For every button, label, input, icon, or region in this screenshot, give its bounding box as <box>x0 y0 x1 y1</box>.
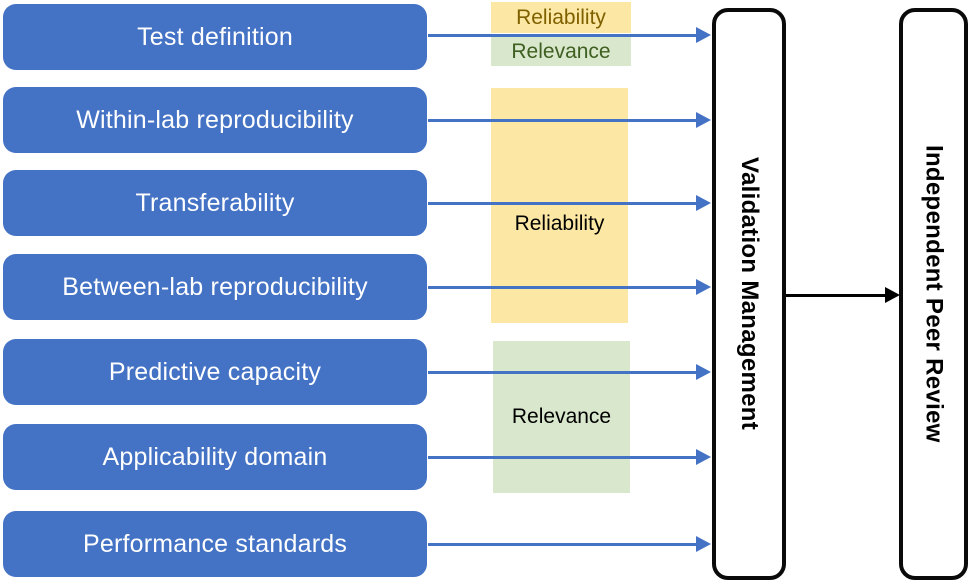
band-reliability-large: Reliability <box>491 88 628 323</box>
connector-arrow-performance-standards <box>428 536 711 552</box>
criteria-box-label: Transferability <box>135 188 295 217</box>
criteria-box-predictive-capacity: Predictive capacity <box>3 339 427 405</box>
independent-peer-review-box: Independent Peer Review <box>899 8 968 580</box>
connector-arrow-test-definition <box>428 27 711 43</box>
criteria-box-transferability: Transferability <box>3 170 427 236</box>
band-reliability-small-label: Reliability <box>516 5 606 29</box>
criteria-box-label: Within-lab reproducibility <box>76 105 354 134</box>
band-relevance-small: Relevance <box>491 37 631 66</box>
criteria-box-test-definition: Test definition <box>3 4 427 70</box>
connector-arrow-validation-to-peer-review <box>786 287 900 303</box>
connector-arrow-between-lab-reproducibility <box>428 279 711 295</box>
connector-arrow-applicability-domain <box>428 449 711 465</box>
band-reliability-small: Reliability <box>491 2 631 33</box>
criteria-box-between-lab-reproducibility: Between-lab reproducibility <box>3 254 427 320</box>
band-relevance-small-label: Relevance <box>511 39 611 63</box>
independent-peer-review-label: Independent Peer Review <box>920 145 948 443</box>
band-relevance-large: Relevance <box>493 341 630 493</box>
criteria-box-applicability-domain: Applicability domain <box>3 424 427 490</box>
criteria-box-label: Performance standards <box>82 529 348 558</box>
band-relevance-large-label: Relevance <box>511 405 612 428</box>
connector-arrow-predictive-capacity <box>428 364 711 380</box>
criteria-box-label: Applicability domain <box>102 442 328 471</box>
connector-arrow-transferability <box>428 195 711 211</box>
connector-arrow-within-lab-reproducibility <box>428 112 711 128</box>
validation-management-box: Validation Management <box>712 8 786 580</box>
criteria-box-label: Between-lab reproducibility <box>62 272 368 301</box>
criteria-box-label: Predictive capacity <box>108 357 322 386</box>
validation-management-label: Validation Management <box>736 157 763 431</box>
criteria-box-performance-standards: Performance standards <box>3 511 427 577</box>
criteria-box-label: Test definition <box>137 22 293 51</box>
band-reliability-large-label: Reliability <box>514 211 605 235</box>
criteria-box-within-lab-reproducibility: Within-lab reproducibility <box>3 87 427 153</box>
